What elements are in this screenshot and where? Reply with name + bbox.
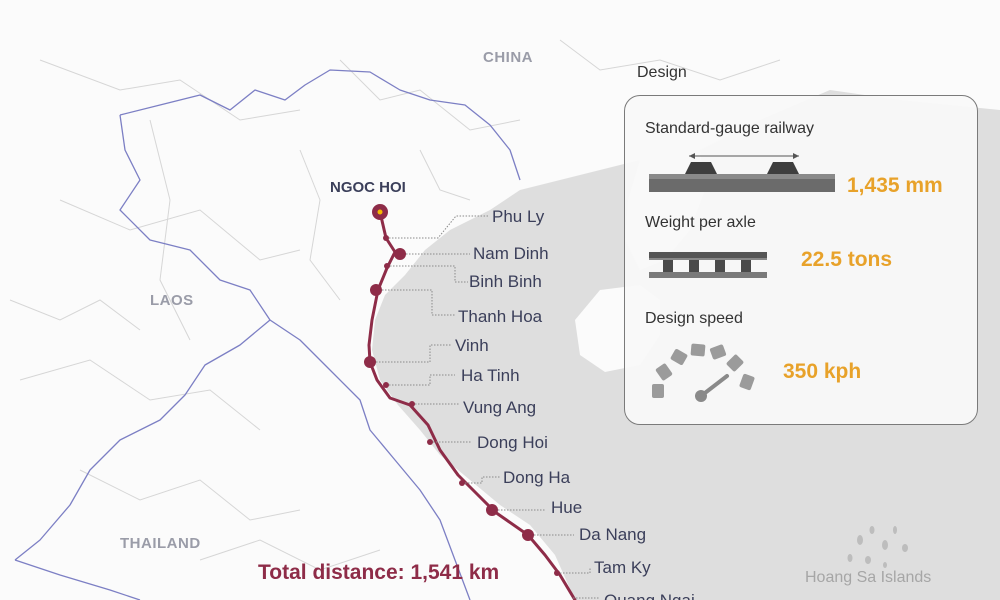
hoang-sa-islands-icon [847, 526, 908, 568]
leader-lines [370, 215, 600, 599]
station-label-dong-ha: Dong Ha [503, 468, 571, 487]
station-marker-dong-ha [459, 480, 465, 486]
station-marker-hue [486, 504, 498, 516]
station-marker-dong-hoi [427, 439, 433, 445]
origin-label: NGOC HOI [330, 179, 406, 196]
gauge-label: Standard-gauge railway [645, 120, 814, 137]
station-label-tam-ky: Tam Ky [594, 558, 651, 577]
axle-value: 22.5 tons [801, 248, 893, 271]
station-label-da-nang: Da Nang [579, 525, 646, 544]
station-marker-vinh [364, 356, 376, 368]
country-label-china: CHINA [483, 49, 533, 66]
speed-value: 350 kph [783, 360, 862, 383]
design-title: Design [637, 64, 687, 81]
gauge-value: 1,435 mm [847, 174, 943, 197]
axle-weight-icon [649, 252, 767, 278]
station-marker-nam-dinh [394, 248, 406, 260]
station-label-vung-ang: Vung Ang [463, 398, 536, 417]
station-label-hue: Hue [551, 498, 582, 517]
total-distance-label: Total distance: 1,541 km [258, 561, 499, 584]
station-label-binh-binh: Binh Binh [469, 272, 542, 291]
country-label-thailand: THAILAND [120, 535, 201, 552]
station-label-ha-tinh: Ha Tinh [461, 366, 520, 385]
speed-label: Design speed [645, 310, 743, 327]
speedometer-icon [652, 343, 755, 402]
station-label-nam-dinh: Nam Dinh [473, 244, 549, 263]
railway-route-line [367, 210, 577, 600]
station-label-vinh: Vinh [455, 336, 489, 355]
station-marker-vung-ang [409, 401, 415, 407]
station-label-dong-hoi: Dong Hoi [477, 433, 548, 452]
station-label-phu-ly: Phu Ly [492, 207, 545, 226]
station-marker-da-nang [522, 529, 534, 541]
station-marker-phu-ly [383, 235, 389, 241]
station-marker-origin-core [377, 209, 383, 215]
station-markers [364, 204, 560, 576]
station-marker-thanh-hoa [370, 284, 382, 296]
station-marker-tam-ky [554, 570, 560, 576]
islands-label: Hoang Sa Islands [805, 569, 931, 586]
station-label-quang-ngai: Quang Ngai [604, 591, 695, 600]
country-borders [14, 69, 521, 600]
station-marker-binh-binh [384, 263, 390, 269]
country-label-laos: LAOS [150, 292, 194, 309]
station-label-thanh-hoa: Thanh Hoa [458, 307, 543, 326]
province-lines [9, 39, 781, 571]
rail-gauge-icon [649, 153, 835, 192]
design-panel: Standard-gauge railway 1,435 mm Weight p… [624, 95, 978, 425]
axle-label: Weight per axle [645, 214, 756, 231]
station-marker-ha-tinh [383, 382, 389, 388]
